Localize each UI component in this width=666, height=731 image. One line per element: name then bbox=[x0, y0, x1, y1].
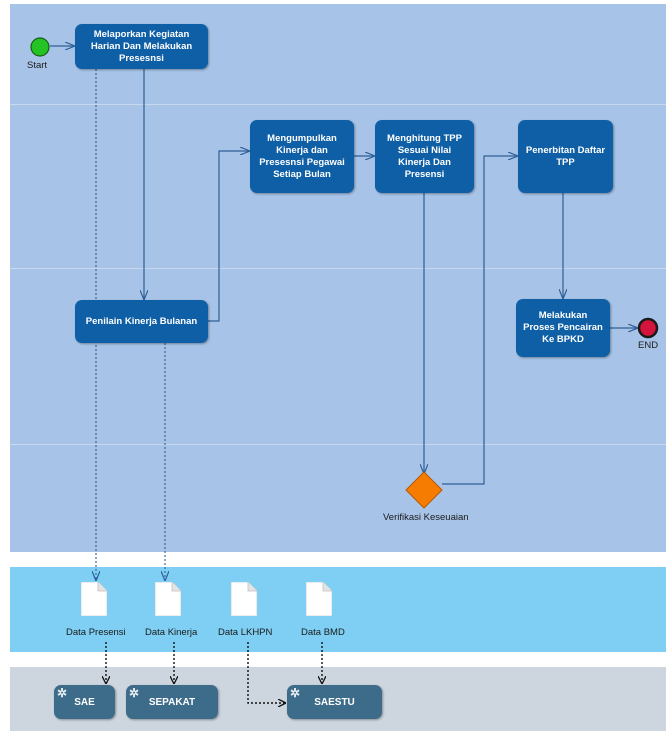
document-label-lkhpn: Data LKHPN bbox=[218, 627, 273, 638]
start-label: Start bbox=[27, 60, 48, 71]
process-lane-area bbox=[10, 4, 666, 552]
gateway-label: Verifikasi Keseuaian bbox=[383, 512, 469, 523]
system-gear-icon: ✲ bbox=[57, 686, 68, 700]
flow-task2-task3 bbox=[208, 151, 249, 322]
system-saestu[interactable]: ✲ SAESTU bbox=[287, 685, 382, 719]
task-mengumpulkan-kinerja[interactable]: Mengumpulkan Kinerja dan Presesnsi Pegaw… bbox=[250, 120, 354, 193]
document-icon-lkhpn bbox=[231, 582, 257, 616]
assoc-lkhpn-saestu bbox=[247, 642, 285, 703]
end-label: END bbox=[638, 340, 659, 351]
task-melaporkan-kegiatan[interactable]: Melaporkan Kegiatan Harian Dan Melakukan… bbox=[75, 24, 208, 69]
data-lane bbox=[10, 567, 666, 652]
system-gear-icon: ✲ bbox=[290, 686, 301, 700]
system-label-sae: SAE bbox=[74, 696, 95, 708]
document-label-kinerja: Data Kinerja bbox=[145, 627, 198, 638]
end-event bbox=[637, 317, 659, 339]
start-event bbox=[30, 37, 50, 57]
system-label-sepakat: SEPAKAT bbox=[148, 696, 196, 708]
task-menghitung-tpp[interactable]: Menghitung TPP Sesuai Nilai Kinerja Dan … bbox=[375, 120, 474, 193]
system-gear-icon: ✲ bbox=[129, 686, 140, 700]
system-label-saestu: SAESTU bbox=[314, 696, 355, 708]
flow-gateway-task5 bbox=[442, 156, 517, 485]
document-label-bmd: Data BMD bbox=[301, 627, 345, 638]
system-sepakat[interactable]: ✲ SEPAKAT bbox=[126, 685, 218, 719]
document-icon-presensi bbox=[81, 582, 107, 616]
system-sae[interactable]: ✲ SAE bbox=[54, 685, 115, 719]
lane-divider-2 bbox=[10, 268, 666, 269]
document-icon-bmd bbox=[306, 582, 332, 616]
lane-divider-1 bbox=[10, 104, 666, 105]
lane-divider-3 bbox=[10, 444, 666, 445]
task-penilain-kinerja[interactable]: Penilain Kinerja Bulanan bbox=[75, 300, 208, 343]
document-icon-kinerja bbox=[155, 582, 181, 616]
document-label-presensi: Data Presensi bbox=[66, 627, 126, 638]
gateway-diamond bbox=[405, 471, 443, 509]
task-proses-pencairan[interactable]: Melakukan Proses Pencairan Ke BPKD bbox=[516, 299, 610, 357]
task-penerbitan-daftar-tpp[interactable]: Penerbitan Daftar TPP bbox=[518, 120, 613, 193]
